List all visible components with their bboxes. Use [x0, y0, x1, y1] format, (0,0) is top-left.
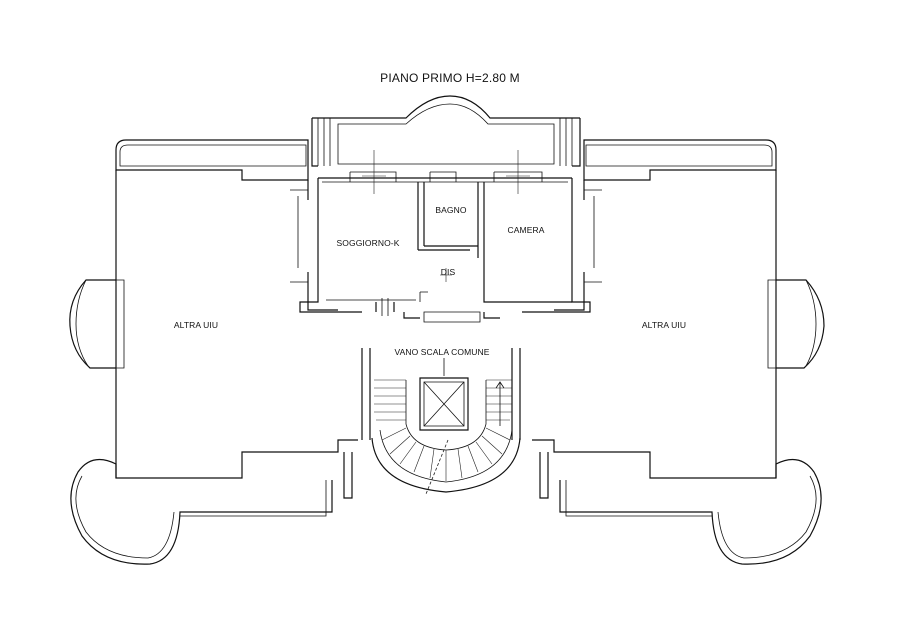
right-unit-walls: [532, 139, 825, 565]
plan-title: PIANO PRIMO H=2.80 M: [380, 71, 520, 85]
room-label-altra-uiu-right: ALTRA UIU: [641, 319, 687, 330]
room-label-altra-uiu-left: ALTRA UIU: [173, 319, 219, 330]
room-label-vano-scala: VANO SCALA COMUNE: [394, 346, 490, 357]
room-label-dis: DIS: [440, 266, 456, 277]
room-label-soggiorno: SOGGIORNO-K: [336, 237, 400, 248]
left-unit-walls: [69, 139, 358, 565]
room-label-camera: CAMERA: [507, 224, 545, 235]
central-unit-walls: [299, 150, 591, 323]
room-label-bagno: BAGNO: [435, 204, 467, 215]
north-terrace: [311, 95, 581, 167]
stairwell: [361, 348, 521, 495]
